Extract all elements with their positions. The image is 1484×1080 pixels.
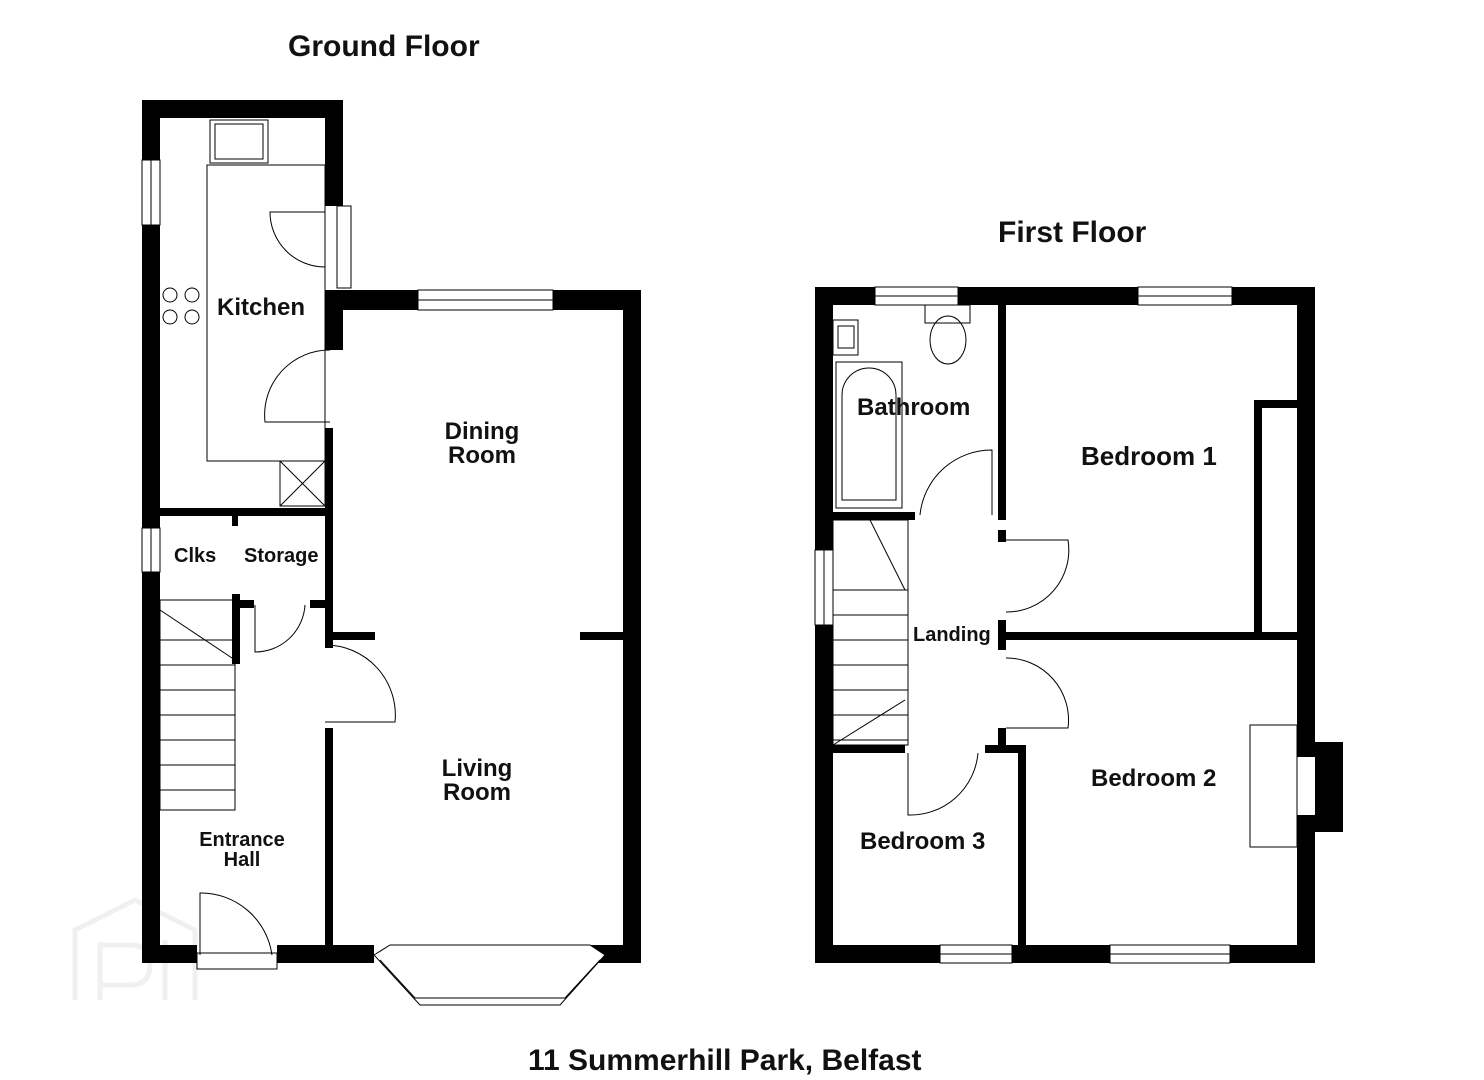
ground-floor-title: Ground Floor [288,30,480,63]
room-label-bathroom: Bathroom [857,394,971,421]
room-label-hall-line2: Hall [223,849,261,871]
first-floor-plan [814,286,1343,964]
room-label-living-line1: Living [441,755,513,782]
room-label-hall-line1: Entrance [199,829,285,851]
room-label-storage: Storage [244,545,319,567]
room-label-bedroom-3: Bedroom 3 [860,828,986,855]
ground-floor-plan [141,100,641,1006]
room-label-bedroom-2: Bedroom 2 [1091,765,1217,792]
room-label-dining-room: Dining Room [432,420,532,468]
room-label-clks: Clks [174,545,217,567]
room-label-dining-line2: Room [448,442,516,469]
room-label-bedroom-1: Bedroom 1 [1081,441,1217,471]
room-label-living-room: Living Room [427,757,527,805]
room-label-living-line2: Room [443,779,511,806]
address-caption: 11 Summerhill Park, Belfast [528,1044,922,1077]
room-label-dining-line1: Dining [444,418,520,445]
room-label-entrance-hall: Entrance Hall [182,830,302,870]
room-label-kitchen: Kitchen [217,294,306,321]
room-label-landing: Landing [913,624,991,646]
first-floor-title: First Floor [998,216,1147,249]
